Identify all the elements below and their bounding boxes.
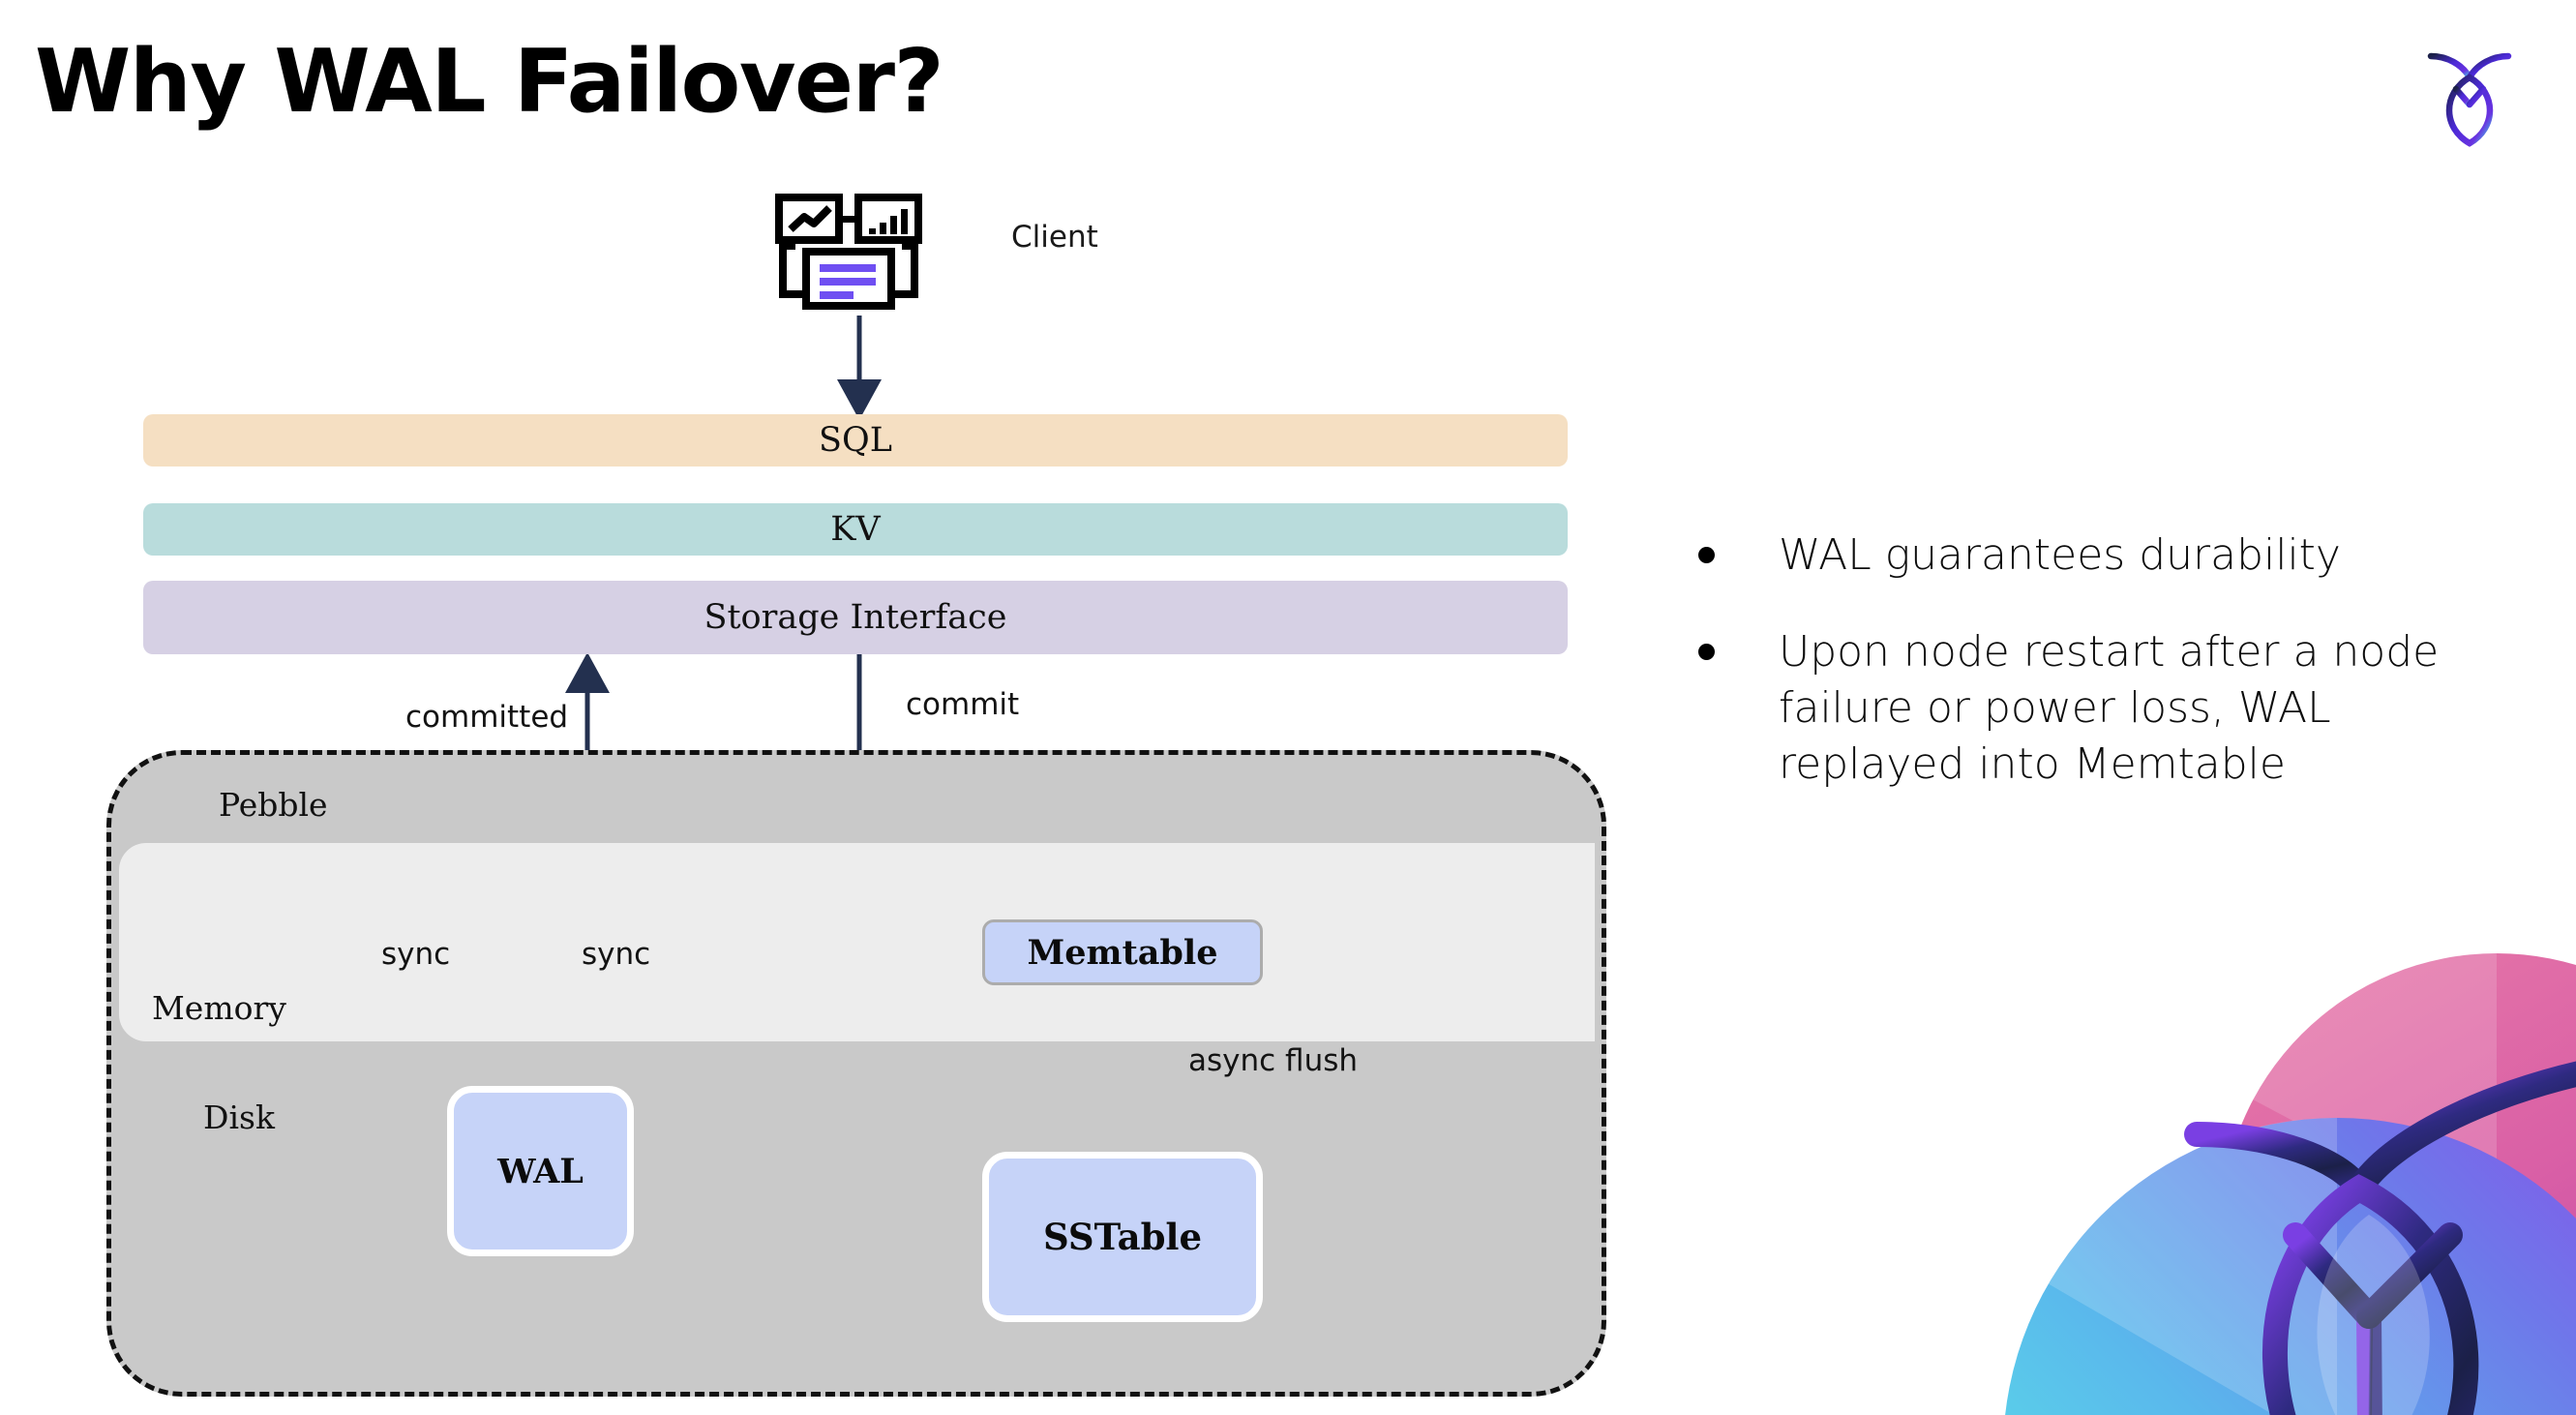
edge-label-sync-left: sync: [381, 937, 451, 972]
bullet-dot-icon: [1698, 547, 1715, 563]
stack-layer-storage-interface-label: Storage Interface: [704, 598, 1007, 637]
list-item: WAL guarantees durability: [1698, 527, 2501, 584]
memory-region-label: Memory: [152, 989, 286, 1027]
memory-region: [119, 843, 1595, 1041]
page-title: Why WAL Failover?: [35, 31, 944, 133]
edge-label-sync-right: sync: [582, 937, 651, 972]
bullet-list: WAL guarantees durability Upon node rest…: [1698, 527, 2501, 833]
stack-layer-sql[interactable]: SQL: [143, 414, 1568, 467]
disk-region-label: Disk: [203, 1099, 275, 1136]
node-sstable[interactable]: SSTable: [982, 1152, 1263, 1322]
client-dashboard-icon: [774, 194, 929, 310]
bullet-text: WAL guarantees durability: [1779, 530, 2341, 580]
architecture-diagram: Client SQL KV Storage Interface Pebble M…: [106, 194, 1606, 1397]
node-memtable-label: Memtable: [1027, 932, 1218, 973]
node-memtable[interactable]: Memtable: [982, 919, 1263, 985]
node-wal[interactable]: WAL: [447, 1086, 634, 1256]
node-sstable-label: SSTable: [1042, 1216, 1203, 1258]
bullet-dot-icon: [1698, 644, 1715, 661]
edge-label-committed: committed: [405, 700, 569, 735]
bullet-text: Upon node restart after a node failure o…: [1779, 627, 2440, 790]
stack-layer-sql-label: SQL: [819, 421, 892, 460]
stack-layer-storage-interface[interactable]: Storage Interface: [143, 581, 1568, 654]
client-label: Client: [1011, 220, 1098, 255]
edge-label-async-flush: async flush: [1188, 1043, 1359, 1078]
edge-label-commit: commit: [906, 687, 1020, 722]
pebble-label: Pebble: [219, 786, 328, 824]
stack-layer-kv[interactable]: KV: [143, 503, 1568, 556]
stack-layer-kv-label: KV: [830, 510, 881, 549]
list-item: Upon node restart after a node failure o…: [1698, 624, 2501, 793]
decorative-brand-art: [1955, 910, 2576, 1415]
node-wal-label: WAL: [497, 1151, 584, 1191]
cockroachdb-logo: [2411, 35, 2528, 151]
